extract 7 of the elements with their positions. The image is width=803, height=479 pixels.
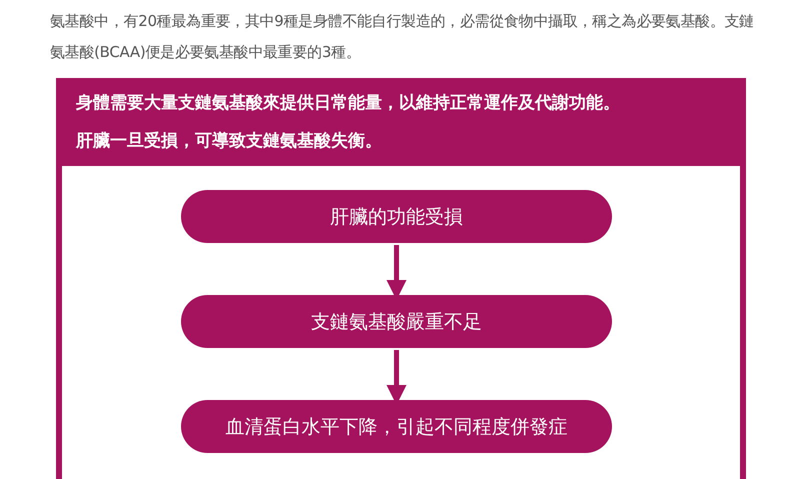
process-pill: 肝臟的功能受損 (181, 190, 612, 243)
paragraph: 氨基酸中，有20種最為重要，其中9種是身體不能自行製造的，必需從食物中攝取，稱之為必要氨基酸。支鏈氨基酸(BCAA)便是必要氨基酸中最重要的3種。 (50, 11, 755, 63)
process-pill: 支鏈氨基酸嚴重不足 (181, 295, 612, 348)
header-text: 身體需要大量支鏈氨基酸來提供日常能量，以維持正常運作及代謝功能。 (76, 92, 621, 115)
info-panel (56, 78, 746, 479)
process-pill: 血清蛋白水平下降，引起不同程度併發症 (181, 400, 612, 453)
header-text: 肝臟一旦受損，可導致支鏈氨基酸失衡。 (76, 130, 383, 153)
